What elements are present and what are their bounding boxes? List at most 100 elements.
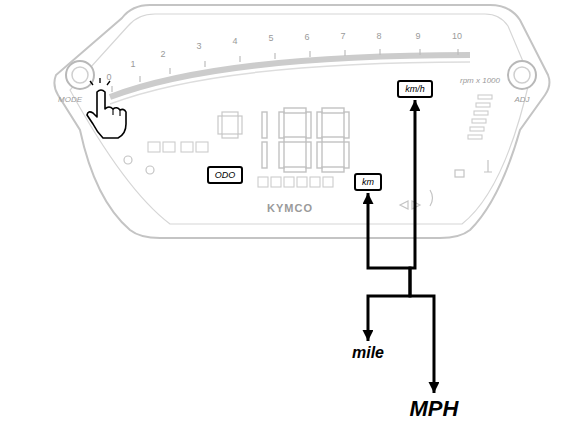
segment bbox=[238, 116, 242, 134]
clock-digits bbox=[148, 142, 208, 152]
segment bbox=[306, 112, 311, 138]
tick bbox=[169, 68, 170, 74]
segment bbox=[181, 142, 193, 152]
indicator-icon bbox=[430, 190, 433, 206]
tick bbox=[379, 49, 380, 55]
node-text: ODO bbox=[215, 169, 236, 181]
rpm-number: 6 bbox=[304, 32, 309, 43]
segment bbox=[284, 108, 306, 113]
segment bbox=[222, 134, 238, 138]
segment bbox=[317, 112, 322, 138]
node-text: mile bbox=[352, 344, 384, 362]
rpm-number: 3 bbox=[196, 41, 201, 52]
segment bbox=[310, 177, 320, 187]
segment bbox=[163, 142, 175, 152]
indicator-icons bbox=[124, 156, 492, 209]
indicator-icon bbox=[146, 166, 154, 174]
fuel-bar bbox=[476, 103, 490, 107]
rpm-number: 7 bbox=[340, 31, 345, 42]
rpm-number: 4 bbox=[232, 36, 237, 47]
segment bbox=[148, 142, 160, 152]
tick bbox=[344, 50, 345, 56]
tick bbox=[139, 76, 140, 82]
segment bbox=[323, 177, 333, 187]
unit-indicator-box: km bbox=[354, 173, 382, 191]
indicator-icon bbox=[124, 156, 132, 164]
speed-digits bbox=[262, 108, 349, 172]
odometer-digits bbox=[258, 177, 333, 187]
segment bbox=[322, 167, 344, 172]
segment bbox=[196, 142, 208, 152]
segment bbox=[279, 112, 284, 138]
segment bbox=[279, 142, 284, 168]
rpm-number: 0 bbox=[106, 72, 111, 83]
unit-indicator-box: km/h bbox=[397, 80, 433, 98]
segment bbox=[271, 177, 281, 187]
fuel-bar bbox=[474, 111, 488, 115]
brand-label: KYMCO bbox=[267, 202, 313, 214]
unit-label: mile bbox=[350, 343, 386, 363]
node-text: MPH bbox=[410, 396, 459, 422]
tick bbox=[239, 56, 240, 62]
unit-label: MPH bbox=[408, 395, 461, 423]
segment bbox=[344, 112, 349, 138]
control-label: rpm x 1000 bbox=[460, 76, 500, 85]
indicator-icon bbox=[484, 160, 492, 172]
dashboard-outline bbox=[54, 5, 549, 238]
tachometer-bar-edge bbox=[110, 62, 470, 104]
display-inner-outline bbox=[70, 14, 530, 224]
segment bbox=[306, 142, 311, 168]
segment bbox=[322, 137, 344, 142]
tick bbox=[419, 49, 420, 55]
hand-icon bbox=[87, 90, 126, 138]
fuel-bar bbox=[468, 135, 482, 139]
adj-knob bbox=[508, 61, 536, 89]
connector-arrow bbox=[368, 193, 410, 341]
mode-knob bbox=[66, 61, 94, 89]
mode-knob-inner bbox=[72, 67, 88, 83]
node-text: km bbox=[362, 176, 374, 188]
odometer-indicator-box: ODO bbox=[207, 166, 244, 184]
segment bbox=[344, 142, 349, 168]
segment bbox=[317, 142, 322, 168]
indicator-icon bbox=[400, 201, 420, 209]
tick bbox=[111, 86, 112, 92]
segment bbox=[284, 167, 306, 172]
tick bbox=[204, 61, 205, 67]
segment bbox=[262, 142, 267, 168]
fuel-bar bbox=[472, 119, 486, 123]
tachometer-bar bbox=[110, 55, 470, 97]
rpm-number: 10 bbox=[452, 31, 462, 42]
segment bbox=[297, 177, 307, 187]
fuel-gauge bbox=[468, 95, 492, 139]
rpm-number: 8 bbox=[376, 31, 381, 42]
tick bbox=[457, 49, 458, 55]
segment bbox=[322, 108, 344, 113]
fuel-bar bbox=[470, 127, 484, 131]
adj-knob-inner bbox=[514, 67, 530, 83]
tick bbox=[274, 53, 275, 59]
rpm-number: 2 bbox=[160, 49, 165, 60]
hand-knuckles bbox=[113, 109, 120, 116]
segment bbox=[218, 116, 222, 134]
segment bbox=[262, 112, 267, 138]
fuel-bar bbox=[478, 95, 492, 99]
gear-digit bbox=[218, 112, 242, 138]
rpm-number: 5 bbox=[268, 33, 273, 44]
connector-arrow bbox=[410, 100, 434, 393]
rpm-number: 9 bbox=[415, 31, 420, 42]
control-label: MODE bbox=[58, 95, 82, 104]
node-text: km/h bbox=[405, 83, 425, 95]
segment bbox=[284, 177, 294, 187]
indicator-icon bbox=[455, 170, 464, 177]
rpm-number: 1 bbox=[130, 59, 135, 70]
pointing-hand bbox=[87, 78, 126, 138]
control-label: ADJ bbox=[514, 95, 529, 104]
tick bbox=[309, 51, 310, 57]
segment bbox=[284, 137, 306, 142]
segment bbox=[222, 112, 238, 116]
segment bbox=[258, 177, 268, 187]
